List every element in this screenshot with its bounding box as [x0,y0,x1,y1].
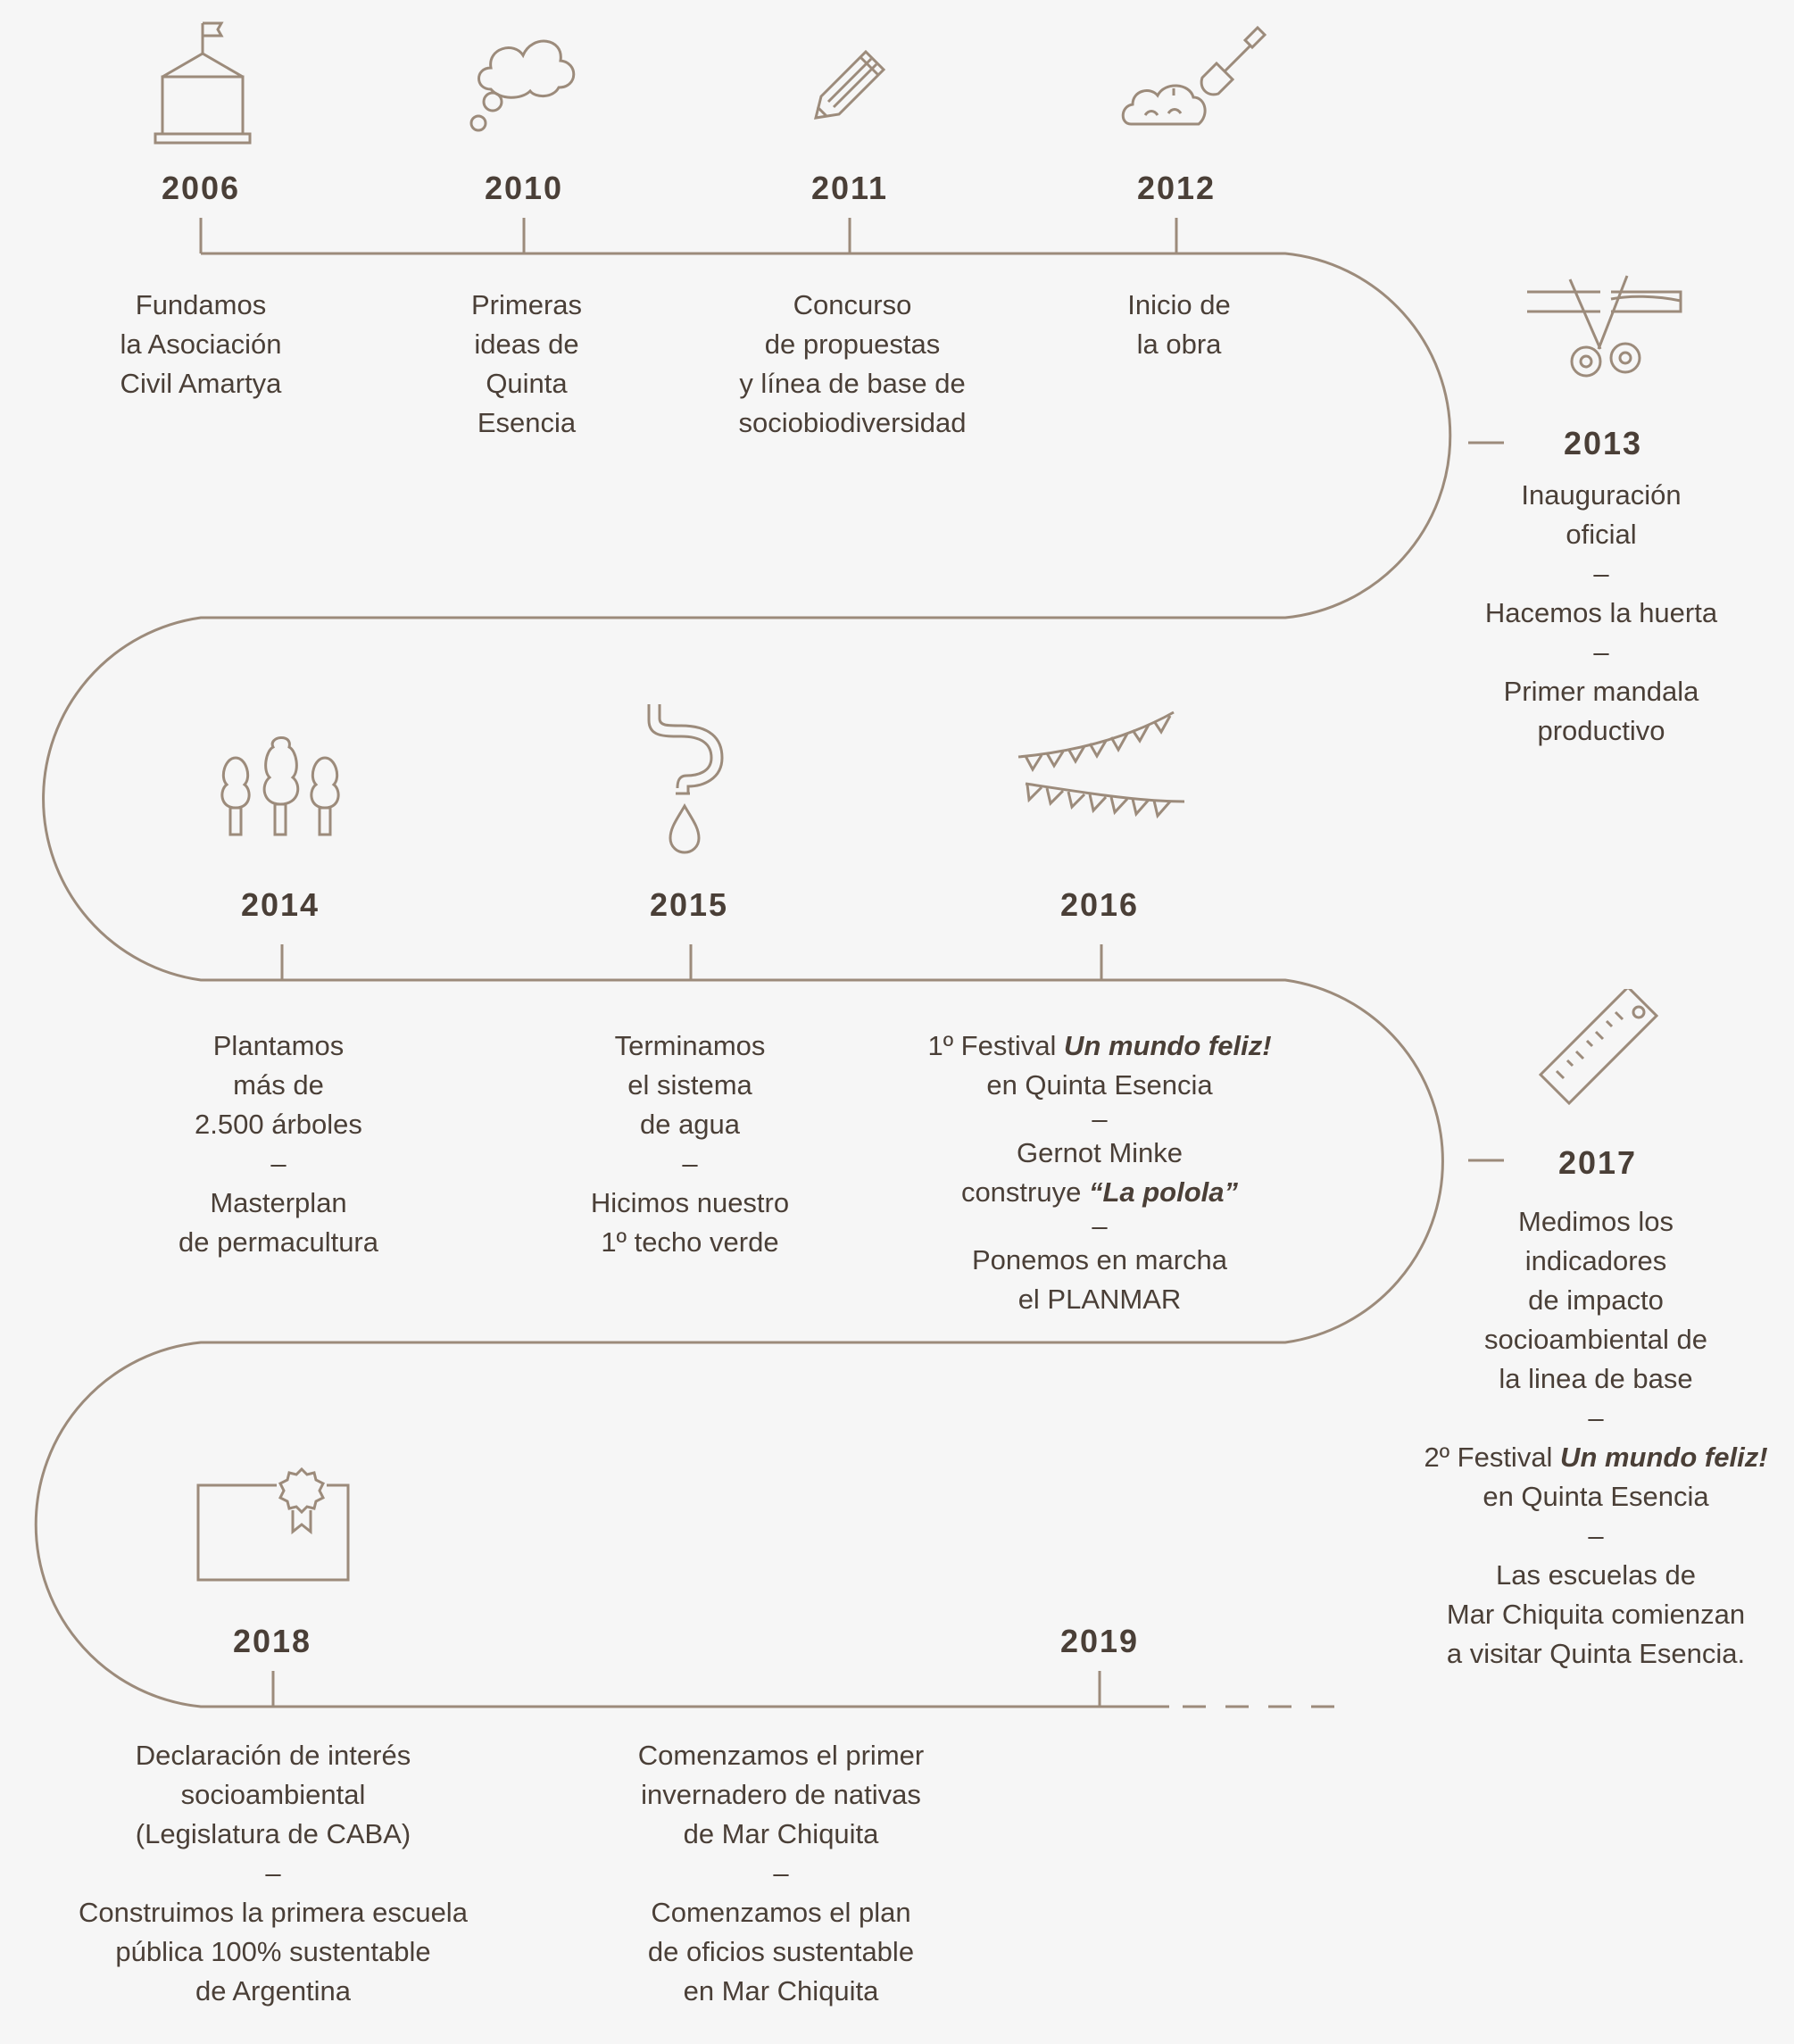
year-2010: 2010 [484,170,564,206]
water-drop-pipe-icon [647,704,724,854]
year-2006: 2006 [161,170,241,206]
event-description-2010: Primeras ideas de Quinta Esencia [470,289,583,438]
event-description-2015: Terminamos el sistema de agua – Hicimos … [590,1030,790,1258]
separator-dash: – [1092,1210,1108,1242]
separator-dash: – [1588,1520,1604,1551]
event-description-2012: Inicio de la obra [1127,289,1231,360]
event-description-2016: 1º Festival Un mundo feliz! en Quinta Es… [927,1030,1272,1315]
timeline-curve [34,252,1452,1708]
ruler-icon [1538,989,1659,1105]
thought-cloud-icon [469,39,576,132]
separator-dash: – [1092,1103,1108,1134]
year-2017: 2017 [1557,1144,1638,1181]
separator-dash: – [773,1857,789,1889]
event-description-2006: Fundamos la Asociación Civil Amartya [120,289,282,399]
year-2016: 2016 [1059,886,1140,923]
trees-icon [220,736,340,836]
separator-dash: – [682,1148,698,1179]
pencil-icon [813,49,886,120]
bunting-flags-icon [1017,710,1185,819]
separator-dash: – [1588,1402,1604,1433]
year-2012: 2012 [1136,170,1217,206]
separator-dash: – [270,1148,287,1179]
event-description-2014: Plantamos más de 2.500 árboles – Masterp… [178,1030,379,1258]
event-description-2018: Declaración de interés socioambiental (L… [79,1740,468,2007]
separator-dash: – [265,1857,281,1889]
shovel-soil-icon [1121,25,1267,126]
school-building-icon [154,21,252,145]
certificate-icon [196,1467,350,1582]
event-description-2019: Comenzamos el primer invernadero de nati… [637,1740,925,2007]
year-2015: 2015 [649,886,729,923]
year-2018: 2018 [232,1623,312,1659]
year-2019: 2019 [1059,1623,1140,1659]
separator-dash: – [1593,636,1609,668]
event-description-2017: Medimos los indicadores de impacto socio… [1424,1206,1768,1669]
year-2014: 2014 [240,886,320,923]
separator-dash: – [1593,558,1609,589]
year-2011: 2011 [810,170,889,206]
event-description-2013: Inauguración oficial – Hacemos la huerta… [1484,479,1718,746]
year-2013: 2013 [1563,425,1643,461]
scissors-ribbon-icon [1527,275,1682,378]
event-description-2011: Concurso de propuestas y línea de base d… [738,289,967,438]
